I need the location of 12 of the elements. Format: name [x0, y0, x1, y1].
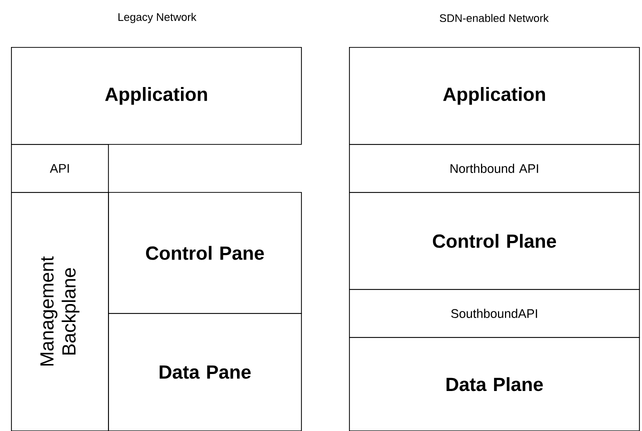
api-box: Northbound API: [349, 144, 640, 193]
layer-box: Data Plane: [349, 337, 640, 431]
backplane-box: Management Backplane: [11, 192, 109, 431]
layer-box: Application: [349, 47, 640, 145]
column-heading: Legacy Network: [118, 12, 196, 24]
layer-box: Control Plane: [349, 192, 640, 290]
column-heading: SDN-enabled Network: [440, 14, 549, 22]
api-box: API: [11, 144, 109, 193]
layer-box: Data Pane: [108, 313, 302, 431]
api-box: SouthboundAPI: [349, 289, 640, 338]
layer-box: Control Pane: [108, 192, 302, 314]
layer-box: Application: [11, 47, 302, 145]
